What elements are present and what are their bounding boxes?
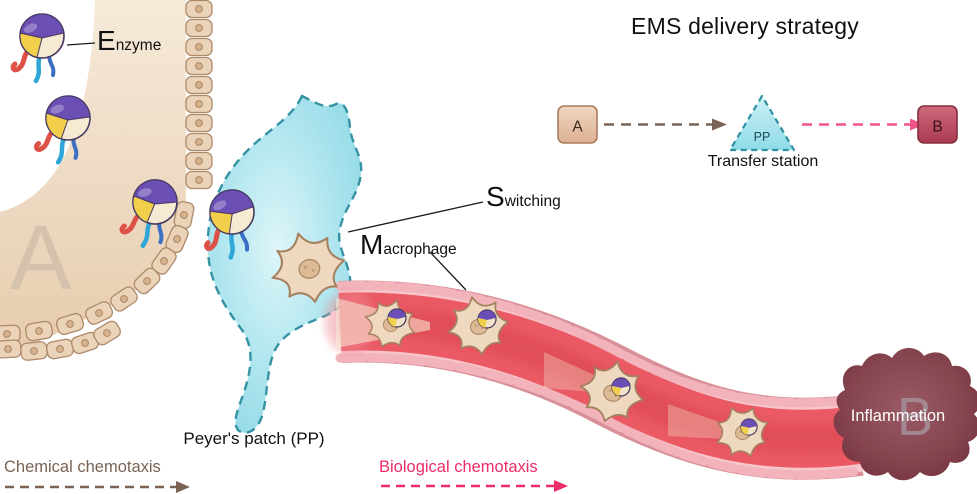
engulfed-enzyme [387, 308, 407, 328]
epithelial-cell [185, 94, 213, 114]
epithelial-cell [185, 170, 213, 190]
macrophage-label-rest: acrophage [383, 241, 457, 258]
vessel-wall-cells-top [335, 281, 861, 408]
inflammation-blob [833, 348, 977, 481]
delivery-schematic: A PP B [557, 94, 958, 152]
schematic-node-a-label: A [572, 119, 583, 136]
peyers-patch-label: Peyer's patch (PP) [183, 429, 325, 448]
lamina-propria-fill [0, 0, 186, 352]
enzyme-label-initial: E [97, 25, 116, 56]
epithelial-cell [185, 75, 213, 95]
schematic-node-b [917, 105, 958, 144]
epithelial-cell [19, 340, 49, 362]
macrophage-pointer-line [429, 251, 467, 291]
chemical-chemotaxis-label: Chemical chemotaxis [4, 458, 161, 476]
epithelial-cell [185, 132, 213, 152]
switching-label-rest: witching [504, 193, 561, 210]
label-pointer-lines [66, 42, 484, 291]
intestinal-epithelium [0, 0, 213, 362]
watermark-region-a: A [10, 207, 72, 309]
engulfed-enzyme [740, 418, 758, 436]
watermark-region-b: B [897, 387, 934, 447]
epithelial-cell [185, 151, 213, 171]
schematic-arrow-chemical-head [712, 118, 727, 131]
biological-chemotaxis-label: Biological chemotaxis [379, 458, 538, 476]
schematic-node-a [557, 105, 598, 144]
schematic-triangle-label: PP [754, 130, 771, 144]
schematic-transfer-triangle [728, 94, 796, 152]
chemotaxis-arrows [5, 480, 568, 493]
epithelial-cell [185, 18, 213, 38]
enzyme-label-rest: nzyme [115, 37, 162, 54]
epithelial-cell [185, 56, 213, 76]
biological-chemotaxis-arrow-head [554, 480, 568, 492]
epithelial-cell [24, 319, 54, 343]
switching-pointer-line [347, 201, 484, 233]
engulfed-enzyme [477, 309, 497, 329]
enzyme-pointer-line [66, 42, 96, 46]
enzyme-particle [13, 14, 64, 81]
chemical-chemotaxis-arrow-head [176, 481, 190, 493]
figure-title: EMS delivery strategy [631, 13, 859, 39]
enzyme-label: Enzyme [97, 25, 161, 57]
epithelial-cell [185, 0, 213, 19]
switching-label: Switching [486, 181, 561, 213]
epithelial-cell [0, 339, 23, 359]
vessel-wall-cells-bottom [335, 353, 863, 480]
inflammation-label: Inflammation [850, 407, 946, 425]
schematic-node-b-label: B [932, 119, 942, 136]
epithelial-cell [45, 337, 75, 361]
transfer-station-caption: Transfer station [707, 153, 819, 170]
engulfed-enzyme [611, 377, 631, 397]
macrophage-label: Macrophage [360, 229, 457, 261]
switching-label-initial: S [486, 181, 505, 212]
macrophage-label-initial: M [360, 229, 384, 260]
epithelial-cell [185, 37, 213, 57]
epithelial-cell [185, 113, 213, 133]
